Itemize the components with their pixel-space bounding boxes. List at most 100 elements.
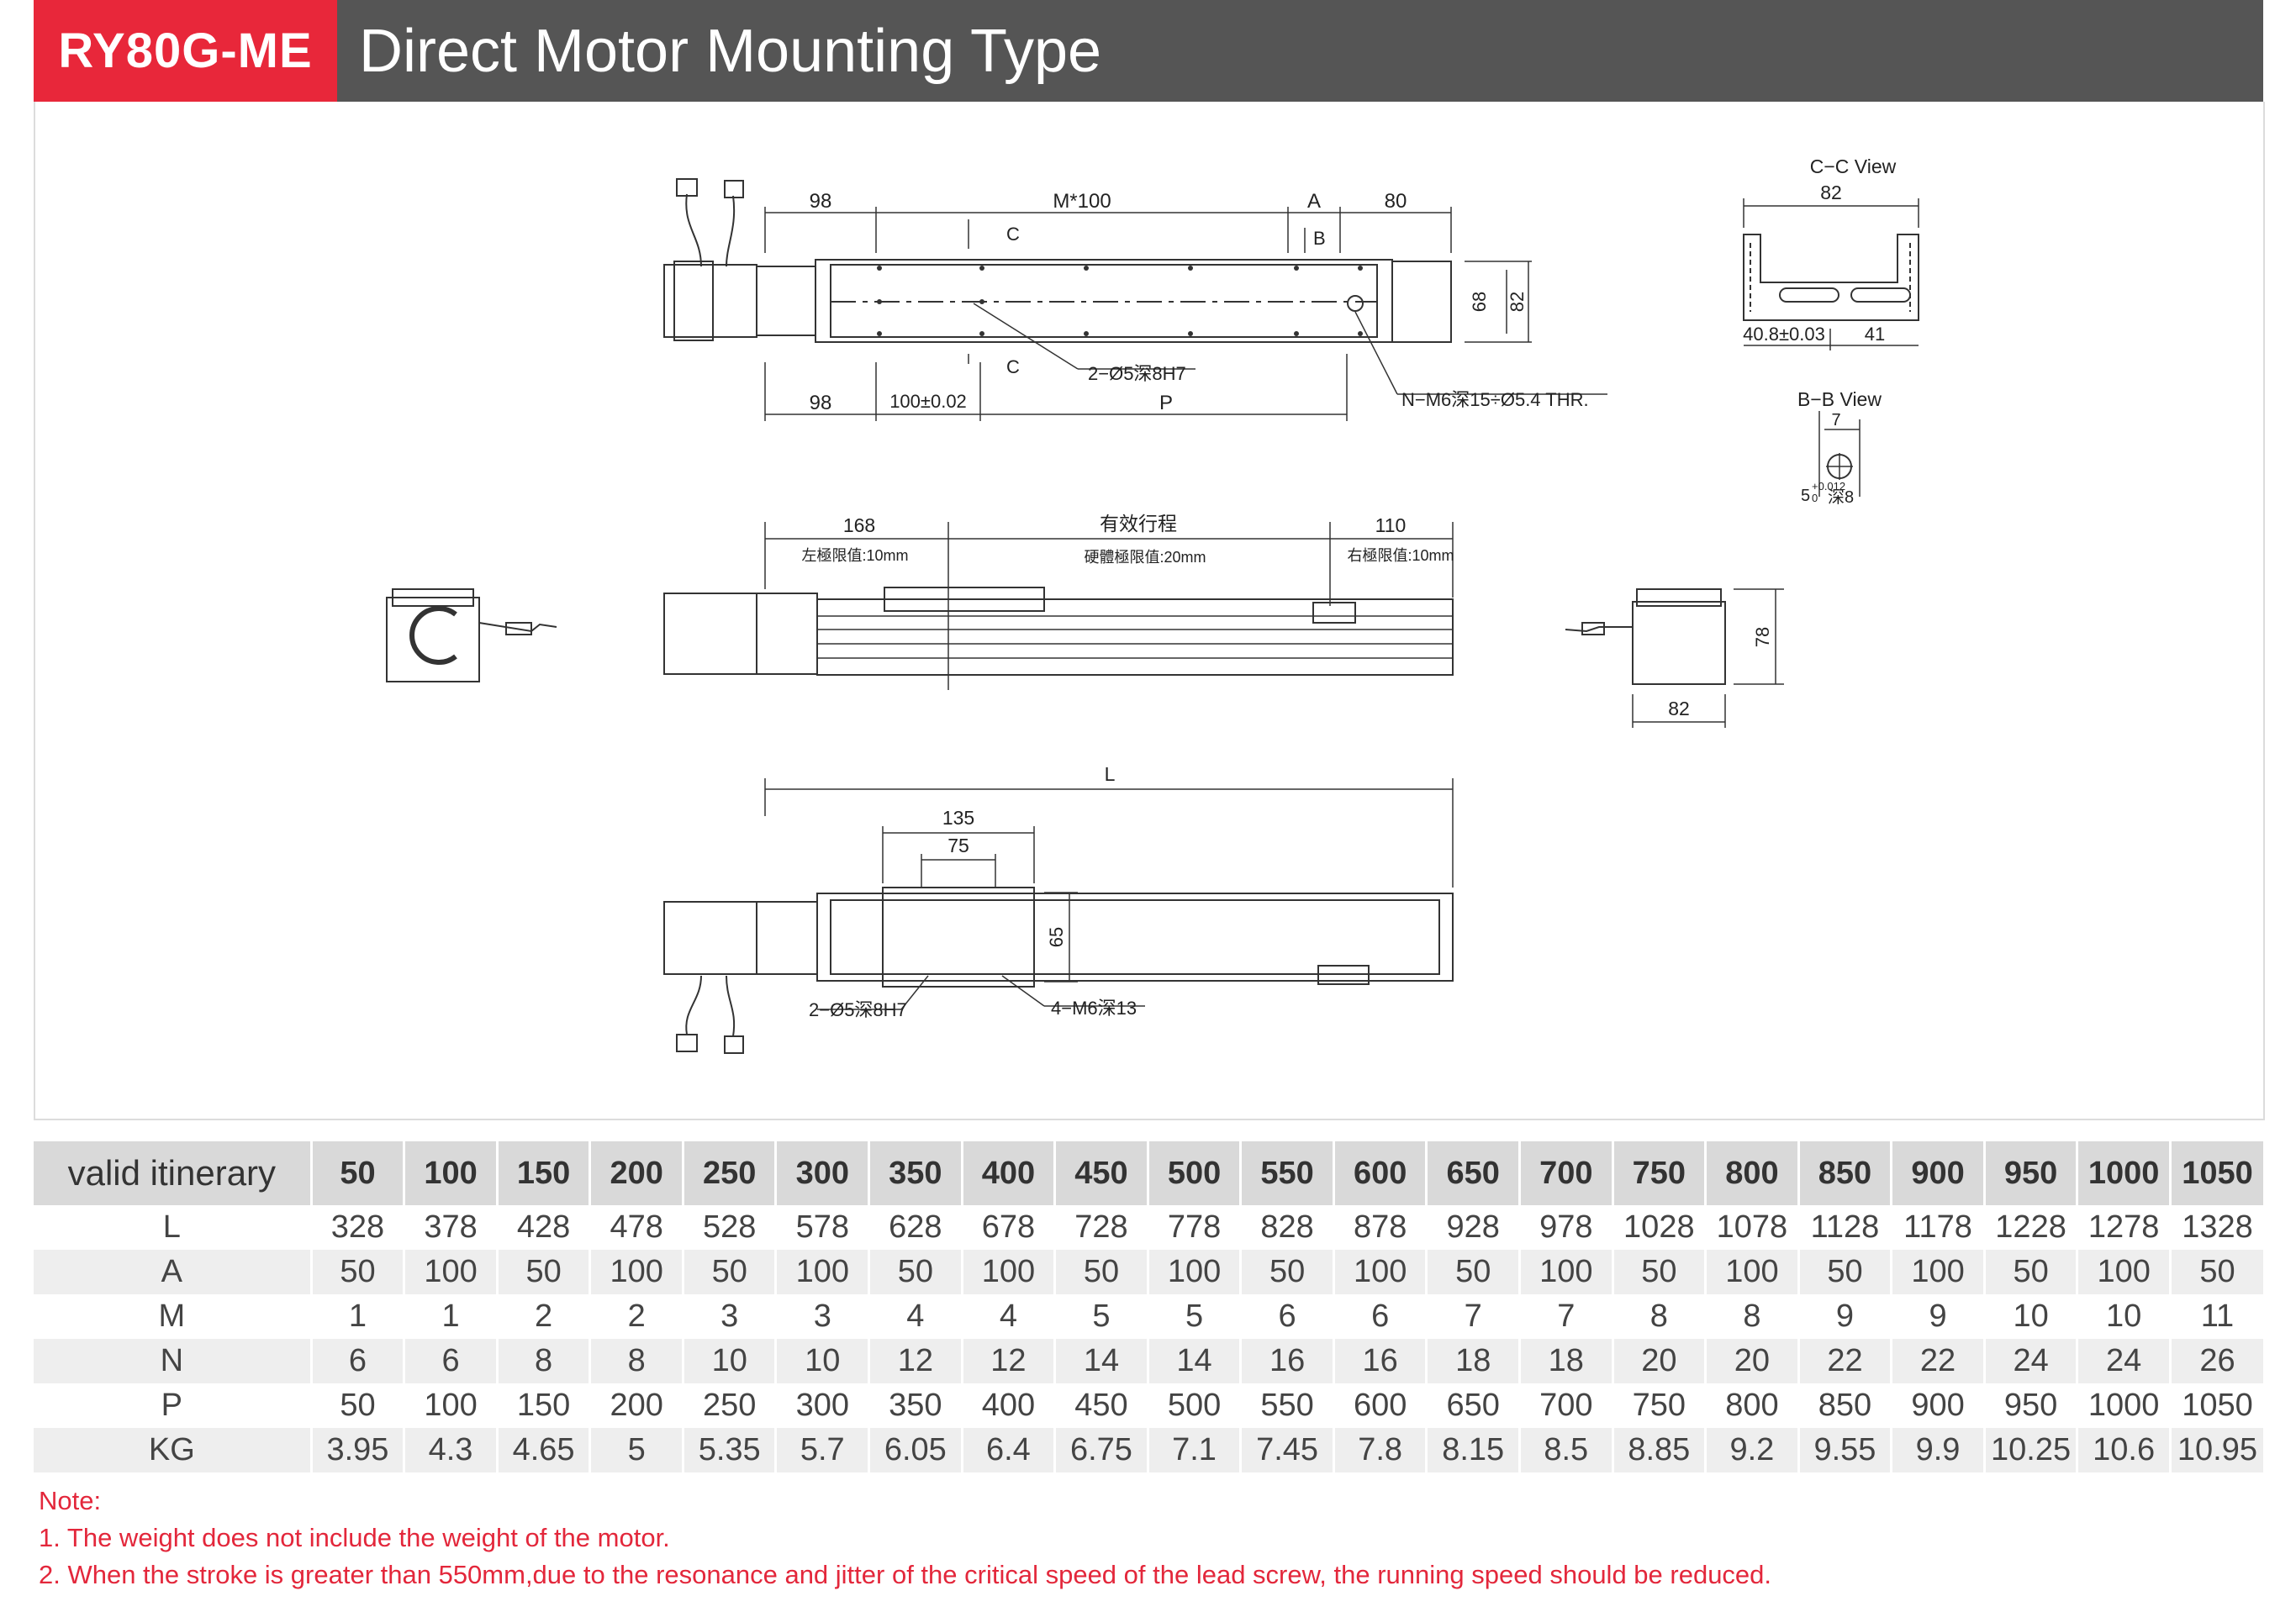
side-right-limit: 右極限值:10mm [1347,547,1454,564]
spec-cell: 22 [1797,1339,1892,1383]
top-coupling [756,266,816,336]
top-motor-cable-1 [685,193,702,267]
spec-header-col: 150 [495,1141,590,1205]
spec-header-col: 900 [1890,1141,1985,1205]
spec-cell: 9 [1797,1294,1892,1339]
top-b-hole [1347,295,1364,312]
spec-cell: 1178 [1890,1205,1985,1250]
cc-slot-right [1850,287,1911,303]
cc-view: C−C View 82 40.8±0.03 41 [1743,155,1919,350]
spec-cell: 500 [1146,1383,1241,1428]
cc-width: 82 [1820,182,1842,203]
spec-header-col: 1000 [2076,1141,2171,1205]
side-rail [816,598,1454,676]
left-end-body [386,597,480,682]
top-dim-a: A [1307,190,1321,213]
spec-cell: 3 [681,1294,776,1339]
top-section-c-lower: C [1006,356,1020,377]
spec-cell: 378 [403,1205,498,1250]
spec-cell: 6 [403,1339,498,1383]
spec-cell: 6 [1332,1294,1427,1339]
right-end-cable [1565,626,1633,633]
bottom-connector-2 [724,1035,744,1054]
bottom-dim-135: 135 [942,807,974,829]
spec-header-col: 300 [774,1141,869,1205]
spec-cell: 1228 [1982,1205,2077,1250]
top-thread-label: N−M6深15÷Ø5.4 THR. [1401,389,1589,410]
spec-cell: 728 [1053,1205,1148,1250]
spec-cell: 10 [2076,1294,2171,1339]
spec-cell: 5.7 [774,1428,869,1472]
spec-cell: 7 [1425,1294,1520,1339]
spec-cell: 50 [1425,1250,1520,1294]
cc-dim-left: 40.8±0.03 [1743,324,1825,345]
spec-cell: 2 [495,1294,590,1339]
bottom-view: L 135 75 65 2−Ø5深8H7 4−M6深13 [663,763,1454,1054]
spec-cell: 4 [960,1294,1055,1339]
spec-header-col: 350 [868,1141,963,1205]
spec-cell: 678 [960,1205,1055,1250]
spec-cell: 9.55 [1797,1428,1892,1472]
model-badge: RY80G-ME [34,0,337,102]
side-motor [663,593,757,675]
spec-header-col: 50 [309,1141,404,1205]
spec-cell: 3 [774,1294,869,1339]
spec-cell: 1028 [1611,1205,1706,1250]
spec-cell: 1000 [2076,1383,2171,1428]
top-dim-98-bottom: 98 [810,392,832,414]
spec-cell: 100 [403,1383,498,1428]
spec-row-label: A [161,1254,183,1289]
spec-cell: 9.2 [1704,1428,1799,1472]
top-height-68: 68 [1469,292,1490,312]
cc-title: C−C View [1810,155,1897,177]
spec-cell: 100 [589,1250,684,1294]
spec-cell: 26 [2168,1339,2263,1383]
spec-cell: 50 [309,1250,404,1294]
top-mount-holes [877,266,1363,336]
side-effective-stroke: 有效行程 [1100,513,1177,535]
spec-cell: 50 [868,1250,963,1294]
spec-cell: 100 [2076,1250,2171,1294]
spec-cell: 7.8 [1332,1428,1427,1472]
spec-cell: 7 [1517,1294,1613,1339]
bb-depth: 深8 [1828,487,1854,507]
spec-cell: 578 [774,1205,869,1250]
spec-cell: 650 [1425,1383,1520,1428]
spec-header-col: 950 [1982,1141,2077,1205]
spec-cell: 50 [1053,1250,1148,1294]
spec-cell: 14 [1146,1339,1241,1383]
spec-header-col: 650 [1425,1141,1520,1205]
spec-cell: 22 [1890,1339,1985,1383]
spec-cell: 16 [1239,1339,1334,1383]
spec-cell: 600 [1332,1383,1427,1428]
spec-cell: 350 [868,1383,963,1428]
spec-cell: 5.35 [681,1428,776,1472]
spec-cell: 7.45 [1239,1428,1334,1472]
spec-header-col: 100 [403,1141,498,1205]
spec-row-label: KG [148,1432,195,1467]
spec-cell: 428 [495,1205,590,1250]
spec-cell: 1050 [2168,1383,2263,1428]
spec-cell: 2 [589,1294,684,1339]
top-height-82: 82 [1507,292,1528,312]
top-dim-m: M*100 [1053,190,1111,213]
spec-cell: 928 [1425,1205,1520,1250]
spec-row-label: P [161,1388,183,1423]
cc-profile [1743,234,1919,321]
spec-header-col: 600 [1332,1141,1427,1205]
spec-cell: 628 [868,1205,963,1250]
bottom-thread-label: 4−M6深13 [1051,998,1137,1019]
spec-cell: 100 [960,1250,1055,1294]
spec-cell: 750 [1611,1383,1706,1428]
top-dim-98: 98 [810,190,832,213]
spec-cell: 8 [589,1339,684,1383]
spec-cell: 1278 [2076,1205,2171,1250]
spec-header-col: 200 [589,1141,684,1205]
spec-cell: 50 [309,1383,404,1428]
spec-cell: 5 [1146,1294,1241,1339]
spec-cell: 478 [589,1205,684,1250]
right-end-connector [1581,622,1605,635]
